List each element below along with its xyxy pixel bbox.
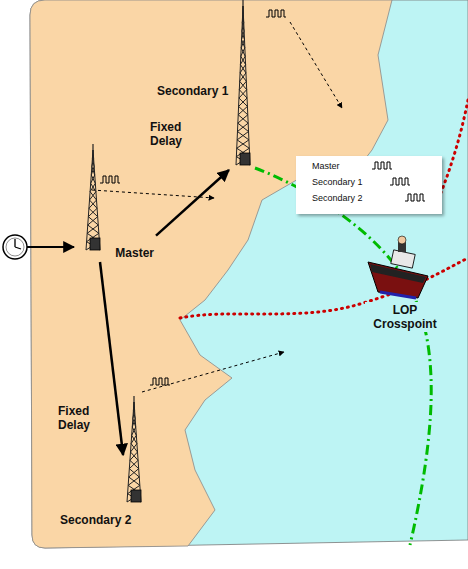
clock-icon — [3, 235, 74, 259]
pulse-symbol — [372, 162, 392, 169]
signal-name: Master — [312, 161, 340, 172]
station-label: Master — [76, 168, 156, 262]
tower-mast — [236, 0, 250, 165]
ship-icon — [368, 236, 428, 298]
pulse-symbol — [405, 194, 425, 201]
station-label: Secondary 2 — [56, 455, 178, 529]
land-area — [30, 0, 392, 548]
edge-label: Fixed Delay — [58, 404, 104, 432]
node-label: LOP Crosspoint — [365, 302, 445, 332]
sea-area — [30, 0, 468, 548]
hyperbola-green — [255, 168, 431, 545]
signal-name: Secondary 1 — [312, 177, 363, 188]
pulse-symbols — [100, 10, 286, 385]
timing-box: MasterSecondary 1 Secondary 2 — [296, 156, 442, 214]
pulse-symbol — [266, 10, 286, 17]
ship-position: LOP Crosspoint — [355, 238, 455, 334]
pulse-symbol — [100, 176, 120, 183]
edge-label: Fixed Delay — [150, 120, 196, 148]
signal-name: Secondary 2 — [312, 193, 363, 204]
delay-arrow — [100, 262, 123, 455]
delay-arrow — [156, 170, 229, 236]
node-label: Master — [115, 246, 154, 260]
pulse-symbol — [390, 178, 410, 185]
node-label: Secondary 1 — [157, 84, 228, 98]
pulse-symbol — [150, 378, 170, 385]
tower-mast — [86, 144, 100, 250]
radio-towers — [86, 0, 250, 502]
tower-mast — [127, 396, 141, 502]
node-label: Secondary 2 — [60, 513, 131, 527]
